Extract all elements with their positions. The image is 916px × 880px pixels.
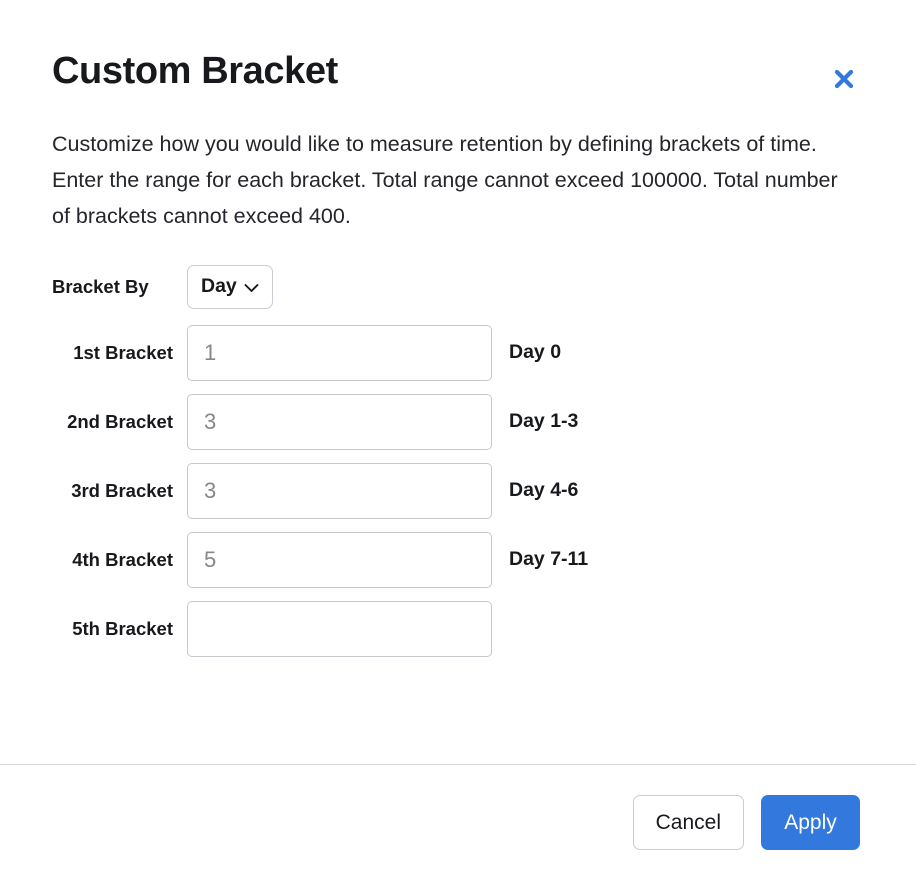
bracket-input-2[interactable] — [187, 393, 492, 450]
bracket-hint-1: Day 0 — [509, 341, 562, 364]
bracket-input-5[interactable] — [187, 600, 492, 657]
dialog-body: Customize how you would like to measure … — [0, 92, 916, 764]
apply-button[interactable]: Apply — [761, 795, 860, 850]
footer-divider — [0, 764, 916, 765]
bracket-by-dropdown[interactable]: Day — [187, 264, 273, 309]
bracket-input-3[interactable] — [187, 462, 492, 519]
bracket-row: 1st Bracket Day 0 — [52, 324, 864, 381]
dialog-footer: Cancel Apply — [0, 765, 916, 880]
bracket-hint-4: Day 7-11 — [509, 548, 589, 571]
bracket-by-label: Bracket By — [52, 275, 149, 297]
close-button[interactable] — [827, 62, 861, 96]
bracket-row: 4th Bracket Day 7-11 — [52, 531, 864, 588]
bracket-label-3: 3rd Bracket — [71, 479, 173, 501]
bracket-input-4[interactable] — [187, 531, 492, 588]
bracket-row: 3rd Bracket Day 4-6 — [52, 462, 864, 519]
page-title: Custom Bracket — [52, 50, 338, 92]
dialog-header: Custom Bracket — [0, 0, 916, 92]
bracket-label-4: 4th Bracket — [72, 548, 173, 570]
cancel-button[interactable]: Cancel — [632, 795, 744, 850]
bracket-hint-2: Day 1-3 — [509, 410, 579, 433]
dialog-description: Customize how you would like to measure … — [52, 131, 838, 228]
bracket-by-row: Bracket By Day — [52, 264, 864, 309]
bracket-rows: 1st Bracket Day 0 2nd Bracket Day 1-3 3r… — [52, 324, 864, 657]
bracket-label-1: 1st Bracket — [73, 341, 173, 363]
close-icon — [832, 67, 856, 91]
bracket-row: 5th Bracket — [52, 600, 864, 657]
bracket-hint-3: Day 4-6 — [509, 479, 579, 502]
bracket-by-selected-value: Day — [201, 275, 237, 298]
chevron-down-icon — [244, 276, 259, 299]
bracket-input-1[interactable] — [187, 324, 492, 381]
bracket-row: 2nd Bracket Day 1-3 — [52, 393, 864, 450]
bracket-label-5: 5th Bracket — [72, 617, 173, 639]
bracket-label-2: 2nd Bracket — [67, 410, 173, 432]
